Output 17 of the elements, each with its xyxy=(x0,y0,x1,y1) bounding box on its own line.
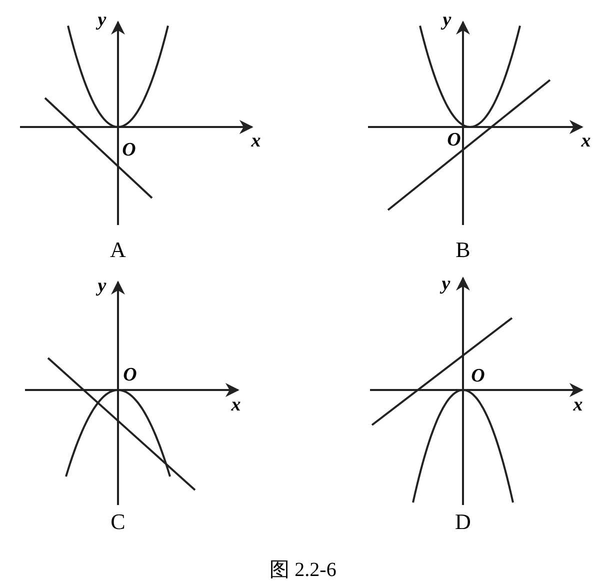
axis-label: y xyxy=(98,10,106,30)
panel-label: C xyxy=(110,511,126,533)
origin-label: O xyxy=(122,140,136,160)
origin-label: O xyxy=(123,366,137,384)
axis-label: x xyxy=(231,396,241,414)
panel-label: D xyxy=(455,511,471,533)
origin-label: O xyxy=(447,130,461,150)
axis-label: x xyxy=(251,132,261,150)
axis-label: y xyxy=(442,274,450,294)
axis-label: x xyxy=(581,132,591,150)
panel-label: B xyxy=(456,239,470,261)
panel-label: A xyxy=(110,239,126,261)
axis-label: y xyxy=(98,276,106,296)
axis-label: y xyxy=(442,10,452,30)
figure-caption: 图 2.2-6 xyxy=(270,560,336,580)
axis-label: x xyxy=(573,396,583,414)
origin-label: O xyxy=(471,366,485,386)
